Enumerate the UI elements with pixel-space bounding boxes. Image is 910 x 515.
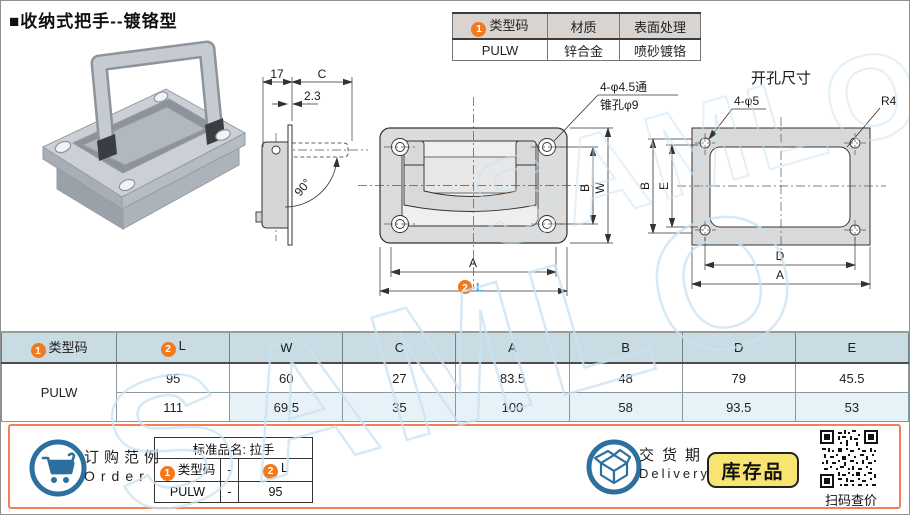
cell-A: 100	[455, 392, 570, 422]
spec-header-finish: 表面处理	[619, 13, 701, 40]
delivery-label-cn: 交货期	[639, 447, 709, 464]
cell-C: 35	[342, 392, 457, 422]
circled-2-badge	[458, 280, 472, 294]
callout-countersink: 锥孔φ9	[600, 98, 639, 112]
dim-A-label: A	[469, 256, 477, 270]
dim-A-cutout-label: A	[776, 268, 784, 282]
cutout-view: 开孔尺寸 4-φ5 R4	[638, 70, 897, 289]
cell-E: 45.5	[794, 362, 909, 393]
qr-caption: 扫码查价	[824, 493, 877, 508]
order-col-dash: -	[220, 458, 239, 482]
callout-4-d5: 4-φ5	[734, 94, 759, 108]
cutout-title: 开孔尺寸	[751, 70, 811, 87]
order-table-title: 标准品名: 拉手	[154, 437, 313, 459]
cell-A: 83.5	[455, 362, 570, 393]
page-title: ■收纳式把手--镀铬型	[9, 12, 178, 31]
dim-B-cutout-label: B	[638, 182, 652, 190]
size-header-A: A	[455, 331, 570, 364]
cell-L: 111	[116, 392, 231, 422]
dim-2-3-label: 2.3	[304, 89, 321, 103]
order-table-value-row: PULW - 95	[154, 480, 313, 503]
dim-W-label: W	[593, 182, 607, 194]
technical-drawings: 90° 17 C 2.3	[255, 67, 897, 296]
size-header-E: E	[794, 331, 909, 364]
cell-W: 69.5	[229, 392, 344, 422]
angle-90-label: 90°	[292, 176, 315, 199]
cell-W: 60	[229, 362, 344, 393]
size-header-D: D	[681, 331, 796, 364]
qr-code	[820, 430, 878, 488]
circled-2-number: 2	[462, 283, 468, 294]
hinge-block	[97, 134, 117, 161]
delivery-box-icon	[586, 439, 642, 495]
front-view: A 2 L B W 4-φ4.5通 锥孔φ9	[358, 80, 678, 296]
circled-1-badge: 1	[30, 343, 46, 359]
dim-L-label: L	[476, 281, 483, 295]
spec-value-finish: 喷砂镀铬	[619, 39, 701, 61]
order-val-type: PULW	[154, 480, 221, 503]
order-val-dash: -	[220, 480, 239, 503]
circled-1-badge: 1	[159, 465, 175, 481]
delivery-label-en: Delivery	[639, 466, 710, 481]
cell-D: 93.5	[681, 392, 796, 422]
spec-value-type: PULW	[452, 39, 548, 61]
cell-B: 58	[568, 392, 683, 422]
size-header-B: B	[568, 331, 683, 364]
order-label-en: Order	[84, 468, 150, 484]
order-table-title-row: 标准品名: 拉手	[154, 437, 313, 459]
dim-C-label: C	[318, 67, 327, 81]
circled-2-badge: 2	[160, 341, 176, 357]
spec-header-type-label: 类型码	[489, 18, 529, 34]
cell-E: 53	[794, 392, 909, 422]
product-photo	[41, 40, 247, 230]
spec-value-material: 锌合金	[547, 39, 620, 61]
cutout-holes	[699, 137, 861, 236]
stock-badge: 库存品	[707, 452, 799, 488]
callout-R4: R4	[881, 94, 897, 108]
circled-2-badge: 2	[263, 463, 279, 479]
order-label-cn: 订购范例	[84, 449, 165, 466]
cell-C: 27	[342, 362, 457, 393]
spec-header-material: 材质	[547, 13, 620, 40]
cell-D: 79	[681, 362, 796, 393]
cell-L: 95	[116, 362, 231, 393]
callout-through-hole: 4-φ4.5通	[600, 80, 647, 94]
circled-1-badge: 1	[471, 21, 487, 37]
cart-icon	[29, 439, 87, 497]
order-val-L: 95	[238, 480, 313, 503]
size-row-111: 111 69.5 35 100 58 93.5 53	[2, 392, 909, 422]
spec-value-row: PULW 锌合金 喷砂镀铬	[452, 39, 701, 61]
size-header-C: C	[342, 331, 457, 364]
dim-17-label: 17	[270, 67, 284, 81]
cell-type-code: PULW	[1, 362, 118, 422]
side-view: 90° 17 C 2.3	[255, 67, 368, 246]
cell-B: 48	[568, 362, 683, 393]
size-header-W: W	[229, 331, 344, 364]
dim-E-label: E	[657, 182, 671, 190]
countersunk-holes	[391, 138, 556, 233]
screw-holes	[54, 91, 231, 192]
dim-B-label: B	[578, 184, 592, 192]
dim-D-label: D	[776, 249, 785, 263]
size-row-95: PULW 95 60 27 83.5 48 79 45.5	[1, 362, 909, 422]
